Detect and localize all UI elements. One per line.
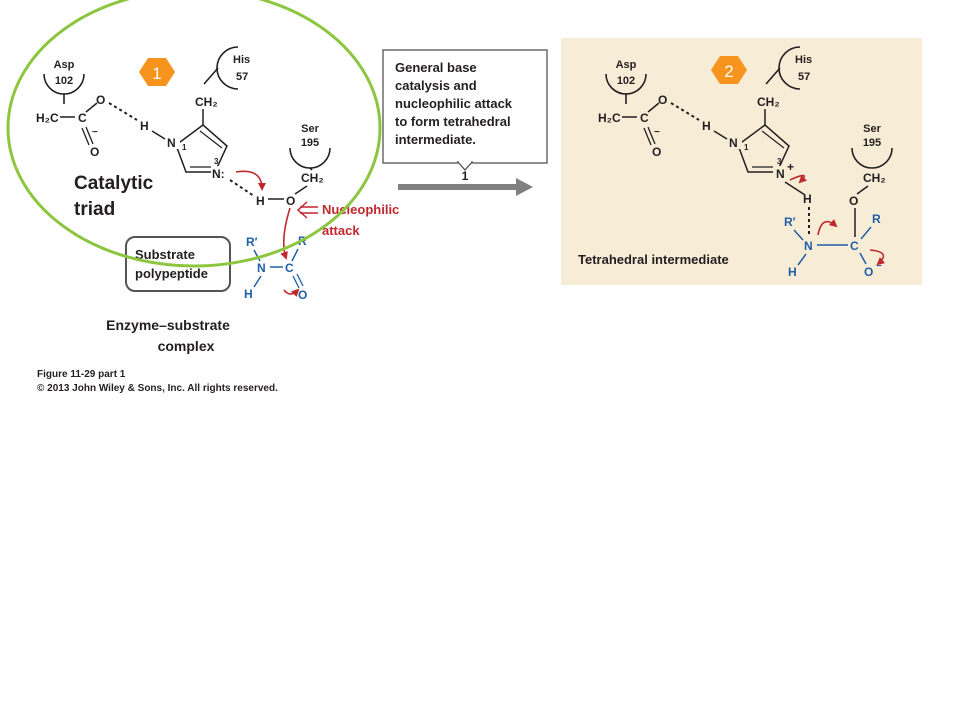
svg-text:1: 1	[152, 64, 161, 83]
asp-o-top: O	[96, 93, 105, 107]
svg-text:2: 2	[724, 62, 733, 81]
catalytic-line2: triad	[74, 199, 115, 220]
svg-text:N: N	[729, 136, 738, 150]
svg-text:Asp: Asp	[616, 59, 637, 71]
svg-text:H: H	[788, 265, 797, 279]
svg-text:General base: General base	[395, 60, 477, 75]
svg-text:to form tetrahedral: to form tetrahedral	[395, 114, 511, 129]
left-structure: Asp 102 H₂C C − O O H His 57 CH₂ N 1 N:	[36, 46, 399, 354]
sub-r-prime: R′	[246, 235, 258, 249]
sub-o: O	[298, 288, 307, 302]
svg-text:+: +	[787, 160, 794, 174]
his-n3: N:	[212, 167, 225, 181]
sub-n: N	[257, 261, 266, 275]
sub-c: C	[285, 261, 294, 275]
reaction-arrow	[398, 178, 533, 196]
catalytic-line1: Catalytic	[74, 173, 154, 194]
svg-text:C: C	[850, 239, 859, 253]
ser-residue: Ser 195	[289, 123, 331, 171]
complex-line1: Enzyme–substrate	[106, 317, 230, 333]
svg-text:−: −	[876, 261, 882, 272]
svg-text:H: H	[803, 192, 812, 206]
asp-minus: −	[92, 127, 98, 138]
svg-text:O: O	[652, 145, 661, 159]
svg-text:CH₂: CH₂	[757, 95, 780, 109]
complex-line2: complex	[158, 338, 215, 354]
step-badge-2: 2	[711, 56, 747, 84]
his-residue: His 57	[203, 46, 250, 90]
asp-residue: Asp 102	[43, 59, 85, 104]
step-badge-1: 1	[139, 58, 175, 86]
svg-text:1: 1	[744, 143, 749, 152]
his-number: 57	[236, 71, 248, 83]
sub-h: H	[244, 287, 253, 301]
nucleophilic-attack-arrow	[296, 201, 318, 219]
svg-text:R: R	[872, 212, 881, 226]
asp-c: C	[78, 111, 87, 125]
his-n1: N	[167, 136, 176, 150]
asp-h2c: H₂C	[36, 111, 59, 125]
svg-text:R′: R′	[784, 215, 796, 229]
ser-name: Ser	[301, 123, 319, 135]
his-n1-num: 1	[182, 143, 187, 152]
catalytic-triad-oval	[6, 0, 382, 268]
svg-text:H: H	[702, 119, 711, 133]
ser-residue-2: Ser 195	[851, 123, 893, 169]
right-structure: Asp 102 H₂C C − O O H His 57 CH₂ N 1 N +…	[578, 46, 893, 279]
ser-number: 195	[301, 137, 319, 149]
svg-text:intermediate.: intermediate.	[395, 132, 476, 147]
svg-text:195: 195	[863, 137, 881, 149]
step-number: 1	[462, 169, 469, 183]
step-description-box: General base catalysis and nucleophilic …	[382, 49, 548, 171]
asp-name: Asp	[54, 59, 75, 71]
substrate-line1: Substrate	[135, 247, 195, 262]
his-name: His	[233, 54, 250, 66]
svg-text:O: O	[658, 93, 667, 107]
his-h: H	[140, 119, 149, 133]
svg-text:catalysis and: catalysis and	[395, 78, 477, 93]
ser-h: H	[256, 194, 265, 208]
tetrahedral-panel	[561, 38, 922, 285]
asp-residue-2: Asp 102	[605, 59, 647, 104]
svg-text:H₂C: H₂C	[598, 111, 621, 125]
nucleophilic-line1: Nucleophilic	[322, 202, 399, 217]
svg-text:3: 3	[777, 157, 782, 166]
substrate-line2: polypeptide	[135, 266, 208, 281]
svg-text:Ser: Ser	[863, 123, 881, 135]
svg-text:102: 102	[617, 75, 635, 87]
asp-number: 102	[55, 75, 73, 87]
svg-text:His: His	[795, 54, 812, 66]
his-n3-num: 3	[214, 157, 219, 166]
svg-text:−: −	[654, 127, 660, 138]
figure-caption-line1: Figure 11-29 part 1	[37, 369, 126, 380]
ser-ch2: CH₂	[301, 171, 324, 185]
asp-o-bottom: O	[90, 145, 99, 159]
nucleophilic-line2: attack	[322, 223, 360, 238]
svg-text:O: O	[849, 194, 858, 208]
svg-text:C: C	[640, 111, 649, 125]
svg-text:CH₂: CH₂	[863, 171, 886, 185]
figure-caption-line2: © 2013 John Wiley & Sons, Inc. All right…	[37, 383, 278, 394]
svg-text:N: N	[776, 167, 785, 181]
tetrahedral-label: Tetrahedral intermediate	[578, 252, 729, 267]
svg-text:O: O	[864, 265, 873, 279]
svg-text:nucleophilic attack: nucleophilic attack	[395, 96, 513, 111]
his-ch2: CH₂	[195, 95, 218, 109]
svg-text:57: 57	[798, 71, 810, 83]
his-residue-2: His 57	[765, 46, 812, 90]
svg-text:N: N	[804, 239, 813, 253]
ser-o: O	[286, 194, 295, 208]
